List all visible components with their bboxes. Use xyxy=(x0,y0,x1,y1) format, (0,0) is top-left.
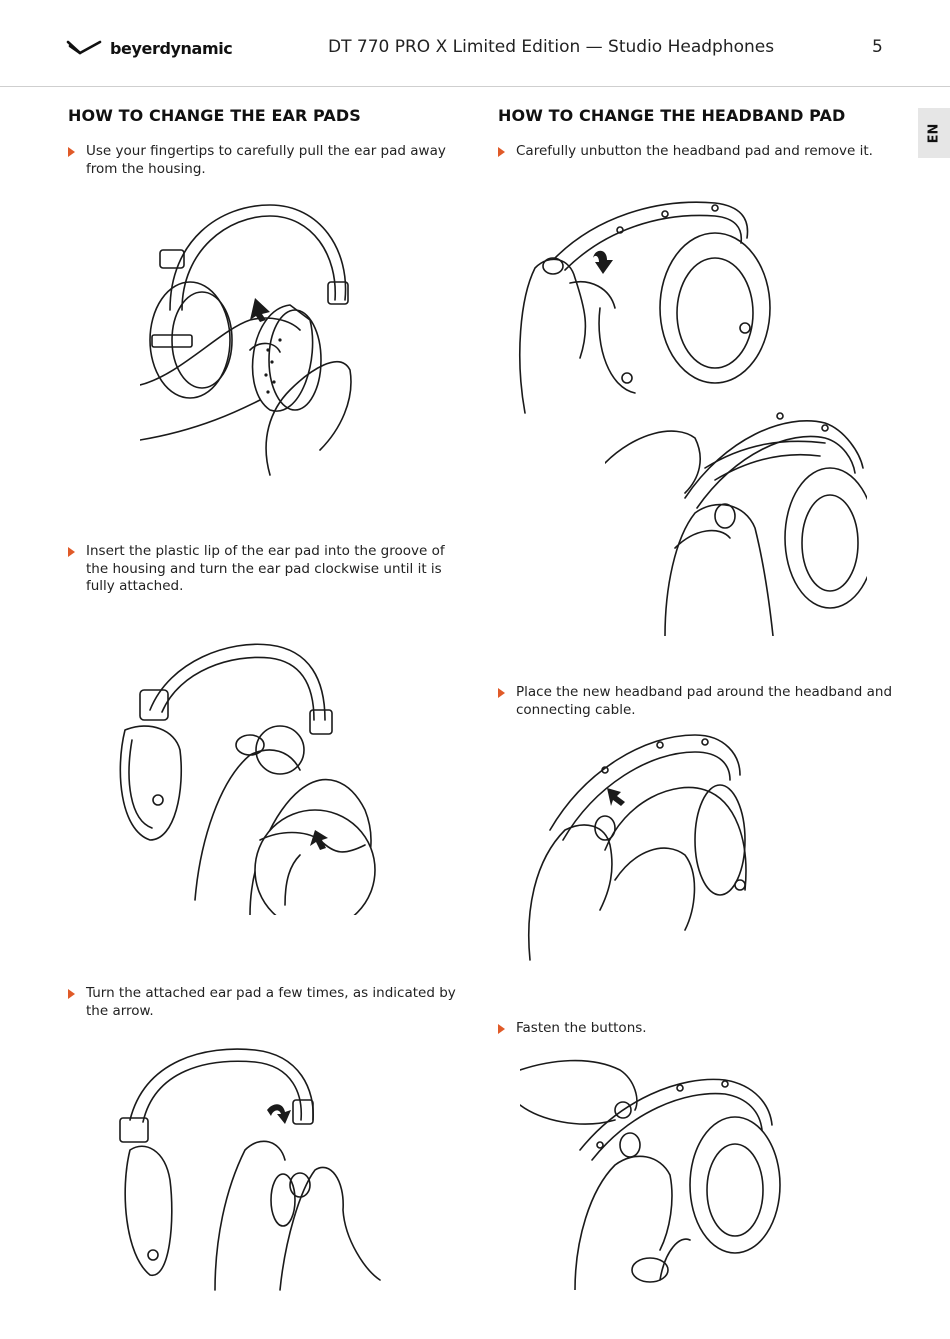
illustration-fasten-buttons xyxy=(520,1050,785,1290)
ear-pads-step-1: Use your fingertips to carefully pull th… xyxy=(68,143,466,178)
illustration-pull-ear-pad xyxy=(140,200,355,480)
triangle-right-icon xyxy=(68,989,75,999)
step-text: Use your fingertips to carefully pull th… xyxy=(86,143,446,177)
ear-pads-step-2: Insert the plastic lip of the ear pad in… xyxy=(68,543,466,596)
brand-logo: beyerdynamic xyxy=(66,38,233,58)
illustration-remove-headband-pad xyxy=(605,408,867,636)
step-text: Carefully unbutton the headband pad and … xyxy=(516,143,873,159)
headband-pad-step-3: Fasten the buttons. xyxy=(498,1020,906,1038)
page-number: 5 xyxy=(872,37,883,57)
illustration-turn-ear-pad xyxy=(115,1040,385,1295)
headband-pad-step-1: Carefully unbutton the headband pad and … xyxy=(498,143,906,161)
step-text: Place the new headband pad around the he… xyxy=(516,684,893,718)
triangle-right-icon xyxy=(498,688,505,698)
triangle-right-icon xyxy=(68,147,75,157)
step-text: Turn the attached ear pad a few times, a… xyxy=(86,985,456,1019)
triangle-right-icon xyxy=(68,547,75,557)
document-title: DT 770 PRO X Limited Edition — Studio He… xyxy=(328,37,775,57)
language-tab-label: EN xyxy=(926,123,942,143)
triangle-right-icon xyxy=(498,1024,505,1034)
step-text: Insert the plastic lip of the ear pad in… xyxy=(86,543,445,594)
ear-pads-step-3: Turn the attached ear pad a few times, a… xyxy=(68,985,466,1020)
triangle-right-icon xyxy=(498,147,505,157)
language-tab: EN xyxy=(918,108,950,158)
headband-pad-step-2: Place the new headband pad around the he… xyxy=(498,684,906,719)
beyerdynamic-logo-icon xyxy=(66,40,102,55)
ear-pads-section-title: HOW TO CHANGE THE EAR PADS xyxy=(68,106,361,125)
illustration-unbutton-headband-pad xyxy=(515,188,775,416)
page-header: beyerdynamic DT 770 PRO X Limited Editio… xyxy=(0,0,950,87)
brand-name: beyerdynamic xyxy=(110,38,233,58)
headband-pad-section-title: HOW TO CHANGE THE HEADBAND PAD xyxy=(498,106,846,125)
step-text: Fasten the buttons. xyxy=(516,1020,647,1036)
illustration-place-headband-pad xyxy=(525,730,755,970)
illustration-attach-ear-pad xyxy=(110,640,380,915)
